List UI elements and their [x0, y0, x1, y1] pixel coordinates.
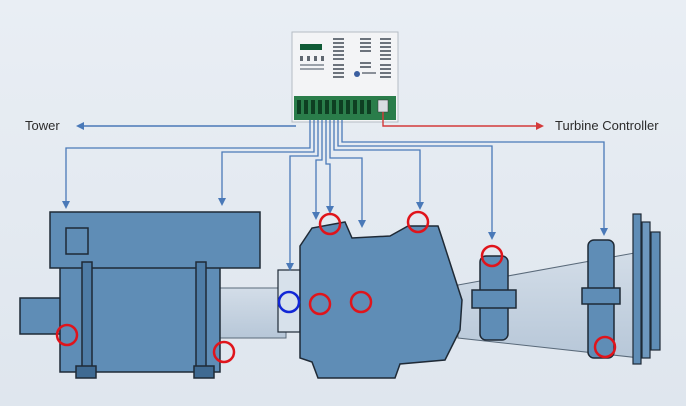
rotor-flange: [632, 213, 661, 365]
turbine-controller-label: Turbine Controller: [555, 118, 659, 133]
coupling: [277, 269, 301, 333]
sensor-gearbox-input: [277, 290, 301, 314]
monitoring-controller: [291, 31, 399, 123]
sensor-gearbox-mid-left: [308, 292, 332, 316]
sensor-main-bearing-1: [480, 244, 504, 268]
network-port: [377, 99, 389, 113]
brand-logo-icon: [354, 71, 360, 77]
main-bearing-1: [471, 255, 517, 341]
sensor-gearbox-top-left: [318, 212, 342, 236]
sensor-gearbox-top-right: [406, 210, 430, 234]
arrow-to-turbine-controller: [382, 112, 544, 130]
sensor-cables: [62, 120, 608, 271]
sensor-gearbox-mid-right: [349, 290, 373, 314]
sensor-generator-rear: [55, 323, 79, 347]
generator-hatch: [65, 227, 89, 255]
generator: [49, 211, 261, 379]
gearbox: [299, 221, 463, 379]
sensor-main-bearing-2: [593, 335, 617, 359]
sensor-generator-front: [212, 340, 236, 364]
display-screen: [300, 44, 322, 50]
main-bearing-2: [581, 239, 621, 359]
tower-label: Tower: [25, 118, 60, 133]
